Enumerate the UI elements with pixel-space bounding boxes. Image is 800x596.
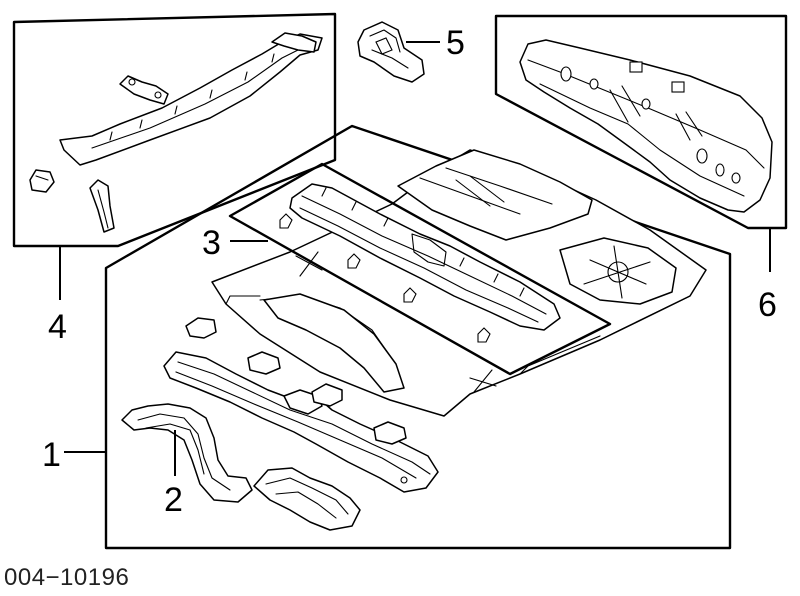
part-2-reinforcement	[121, 403, 253, 503]
callout-1: 1	[42, 436, 61, 474]
group-6-frame	[494, 14, 788, 230]
callout-6: 6	[758, 286, 777, 324]
group-4-long-rail	[59, 33, 323, 166]
part-3-floor-panel	[289, 183, 561, 331]
floor-bracket-b	[247, 351, 281, 375]
diagram-code: 004−10196	[4, 564, 129, 591]
group-4-clip	[119, 75, 169, 105]
group-1-floor-pan	[104, 124, 732, 550]
part-5-bracket	[357, 21, 425, 83]
group-4-frame	[12, 12, 337, 248]
floor-bracket-c	[311, 383, 343, 407]
floor-bracket-a	[185, 317, 217, 339]
lower-u-bracket	[253, 467, 361, 531]
group-4-floor-brackets	[12, 12, 337, 248]
part-3-frame	[228, 162, 612, 376]
group-1-frame	[104, 124, 732, 550]
group-6-rear-crossmember	[519, 39, 773, 213]
callout-5: 5	[446, 24, 465, 62]
floor-bracket-d	[373, 421, 407, 445]
group-6-cross-member	[494, 14, 788, 230]
callout-2: 2	[164, 481, 183, 519]
callout-4: 4	[48, 308, 67, 346]
callout-3: 3	[202, 224, 221, 262]
front-crossmember	[163, 351, 439, 493]
group-4-small-bracket	[29, 169, 55, 193]
